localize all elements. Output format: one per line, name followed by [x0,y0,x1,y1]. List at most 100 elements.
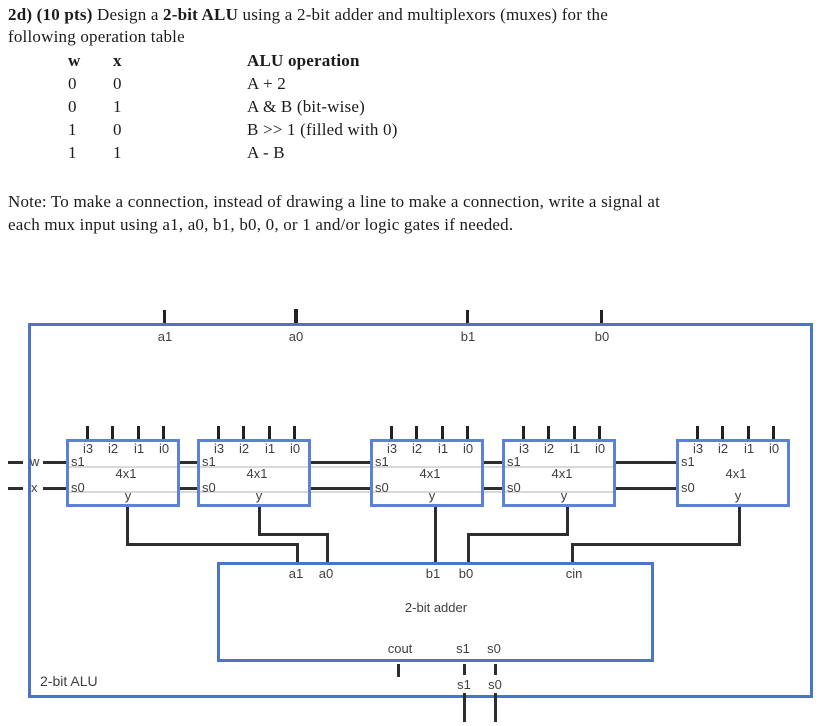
select-label-w: w [30,454,40,469]
mux-input-label: i0 [768,441,780,456]
mux-input-label: i3 [692,441,704,456]
mux-input-tick [466,426,469,439]
mux-frame [502,439,616,507]
wire-x-stub-outer [8,487,23,490]
bus-label-b1: b1 [460,329,476,344]
cell-x: 1 [113,97,122,116]
mux-select-label: s1 [202,454,216,469]
mux-input-tick [162,426,165,439]
wire-mux4-out [467,533,569,536]
wire-mux2-out [326,533,329,565]
output-label-s1: s1 [457,677,471,692]
wire-w-stub-inner [43,461,66,464]
wire-select-link [484,461,502,464]
mux-input-tick [217,426,220,439]
mux-select-label: s1 [71,454,85,469]
wire-s1-out [463,693,466,722]
adder-port-a0: a0 [318,566,334,581]
wire-select-link [616,461,676,464]
mux-1: i3 i2 i1 i0 s1 s0 4x1 y [66,439,180,507]
mux-input-label: i3 [386,441,398,456]
heading-text-rest: using a 2-bit adder and multiplexors (mu… [238,5,608,24]
note-line1: Note: To make a connection, instead of d… [8,192,661,211]
table-row: 0 1 A & B (bit-wise) [68,96,365,118]
cell-x: 1 [113,143,122,162]
wire-select-link [484,487,502,490]
mux-type-label: 4x1 [419,466,441,481]
wire-mux4-out [566,507,569,536]
mux-select-label: s0 [202,480,216,495]
mux-input-tick [747,426,750,439]
heading-bold-alu: 2-bit ALU [163,5,239,24]
mux-output-label: y [560,488,568,503]
cell-op: A & B (bit-wise) [247,97,365,116]
mux-input-label: i2 [717,441,729,456]
mux-input-label: i3 [518,441,530,456]
mux-frame [66,439,180,507]
cell-w: 1 [68,120,77,139]
wire-select-link [180,487,197,490]
bus-tick-b1 [466,310,469,323]
mux-input-tick [547,426,550,439]
mux-output-label: y [255,488,263,503]
cell-op: B >> 1 (filled with 0) [247,120,398,139]
mux-input-label: i1 [133,441,145,456]
wire-w-stub-outer [8,461,23,464]
mux-input-tick [415,426,418,439]
mux-input-tick [598,426,601,439]
problem-heading-line2: following operation table [8,27,185,46]
bus-tick-a0 [294,309,298,323]
mux-input-tick [293,426,296,439]
bus-label-a0: a0 [288,329,304,344]
mux-output-label: y [124,488,132,503]
mux-input-tick [696,426,699,439]
mux-select-label: s0 [71,480,85,495]
wire-s0-out [494,693,497,722]
mux-select-label: s0 [375,480,389,495]
wire-mux5-out [571,543,574,565]
mux-output-label: y [428,488,436,503]
alu-box [28,323,813,698]
wire-x-stub-inner [43,487,66,490]
mux-input-label: i0 [462,441,474,456]
mux-input-tick [721,426,724,439]
mux-input-tick [111,426,114,439]
mux-output-label: y [734,488,742,503]
mux-4: i3 i2 i1 i0 s1 s0 4x1 y [502,439,616,507]
mux-input-label: i3 [213,441,225,456]
mux-input-label: i1 [437,441,449,456]
cell-w: 0 [68,97,77,116]
mux-input-label: i2 [238,441,250,456]
cell-op: A + 2 [247,74,286,93]
problem-heading-line1: 2d) (10 pts) Design a 2-bit ALU using a … [8,4,608,26]
mux-type-label: 4x1 [115,466,137,481]
select-label-x: x [31,480,38,495]
adder-port-s1: s1 [456,641,470,656]
bus-tick-b0 [600,310,603,323]
select-rail-x [68,491,616,493]
mux-type-label: 4x1 [246,466,268,481]
mux-input-label: i0 [289,441,301,456]
mux-input-label: i0 [594,441,606,456]
mux-2: i3 i2 i1 i0 s1 s0 4x1 y [197,439,311,507]
col-header-op: ALU operation [247,51,360,70]
wire-mux2-out [258,507,261,536]
wire-mux3-out [434,507,437,565]
adder-label: 2-bit adder [404,600,468,615]
mux-frame [676,439,790,507]
wire-select-link [311,487,370,490]
mux-frame [370,439,484,507]
note-line2: each mux input using a1, a0, b1, b0, 0, … [8,215,514,234]
cell-w: 0 [68,74,77,93]
cell-w: 1 [68,143,77,162]
wire-cout-stub [397,664,400,677]
bus-tick-a1 [163,310,166,323]
select-rail-w [68,466,616,468]
alu-label: 2-bit ALU [40,673,98,689]
mux-5: i3 i2 i1 i0 s1 s0 4x1 y [676,439,790,507]
